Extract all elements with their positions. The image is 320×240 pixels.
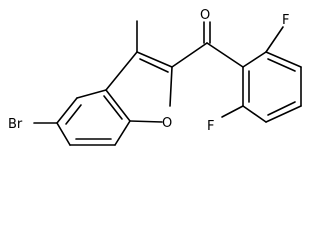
bond-c7a-c3a — [105, 89, 131, 122]
bond-r5-r6 — [242, 105, 267, 123]
carbonyl-oxygen-label: O — [200, 8, 210, 23]
fluorine-bottom-label: F — [207, 119, 214, 134]
bond-c4-c5 — [56, 97, 78, 124]
bond-double-c4-c5 — [65, 104, 82, 125]
bond-double-c3-c2 — [139, 58, 169, 73]
bond-c3-c2 — [136, 51, 173, 68]
bond-r4-r5 — [265, 105, 302, 123]
ring-oxygen-label: O — [162, 116, 172, 131]
fluorine-top-label: F — [282, 13, 289, 28]
bond-c3a-c4 — [76, 89, 107, 99]
furan-ring — [105, 51, 173, 123]
bond-r1-r2 — [242, 51, 267, 68]
bond-r2-r3 — [265, 51, 302, 68]
difluorophenyl-ring — [242, 51, 302, 123]
bond-c3a-c3 — [105, 51, 138, 91]
bond-c5-c6 — [56, 122, 71, 146]
bond-double-r2-r3 — [267, 58, 296, 72]
bromine-label: Br — [8, 117, 23, 132]
fluorine-bottom-bond — [221, 105, 244, 118]
bond-double-c7a-c3a — [103, 95, 123, 120]
fluorine-top-bond — [265, 26, 284, 53]
carbonyl-group — [171, 21, 244, 68]
benzo-ring — [56, 89, 131, 146]
molecule-drawing: Br O O F F — [8, 8, 302, 146]
bond-o1-c7a — [129, 120, 163, 123]
structure-canvas: Br O O F F — [8, 8, 302, 146]
bond-double-r4-r5 — [267, 101, 296, 116]
bond-carbonyl-ring — [206, 42, 244, 68]
bond-c2-carbonyl — [171, 42, 208, 68]
bond-c7-c7a — [114, 120, 131, 146]
bond-c2-o1 — [169, 66, 173, 107]
